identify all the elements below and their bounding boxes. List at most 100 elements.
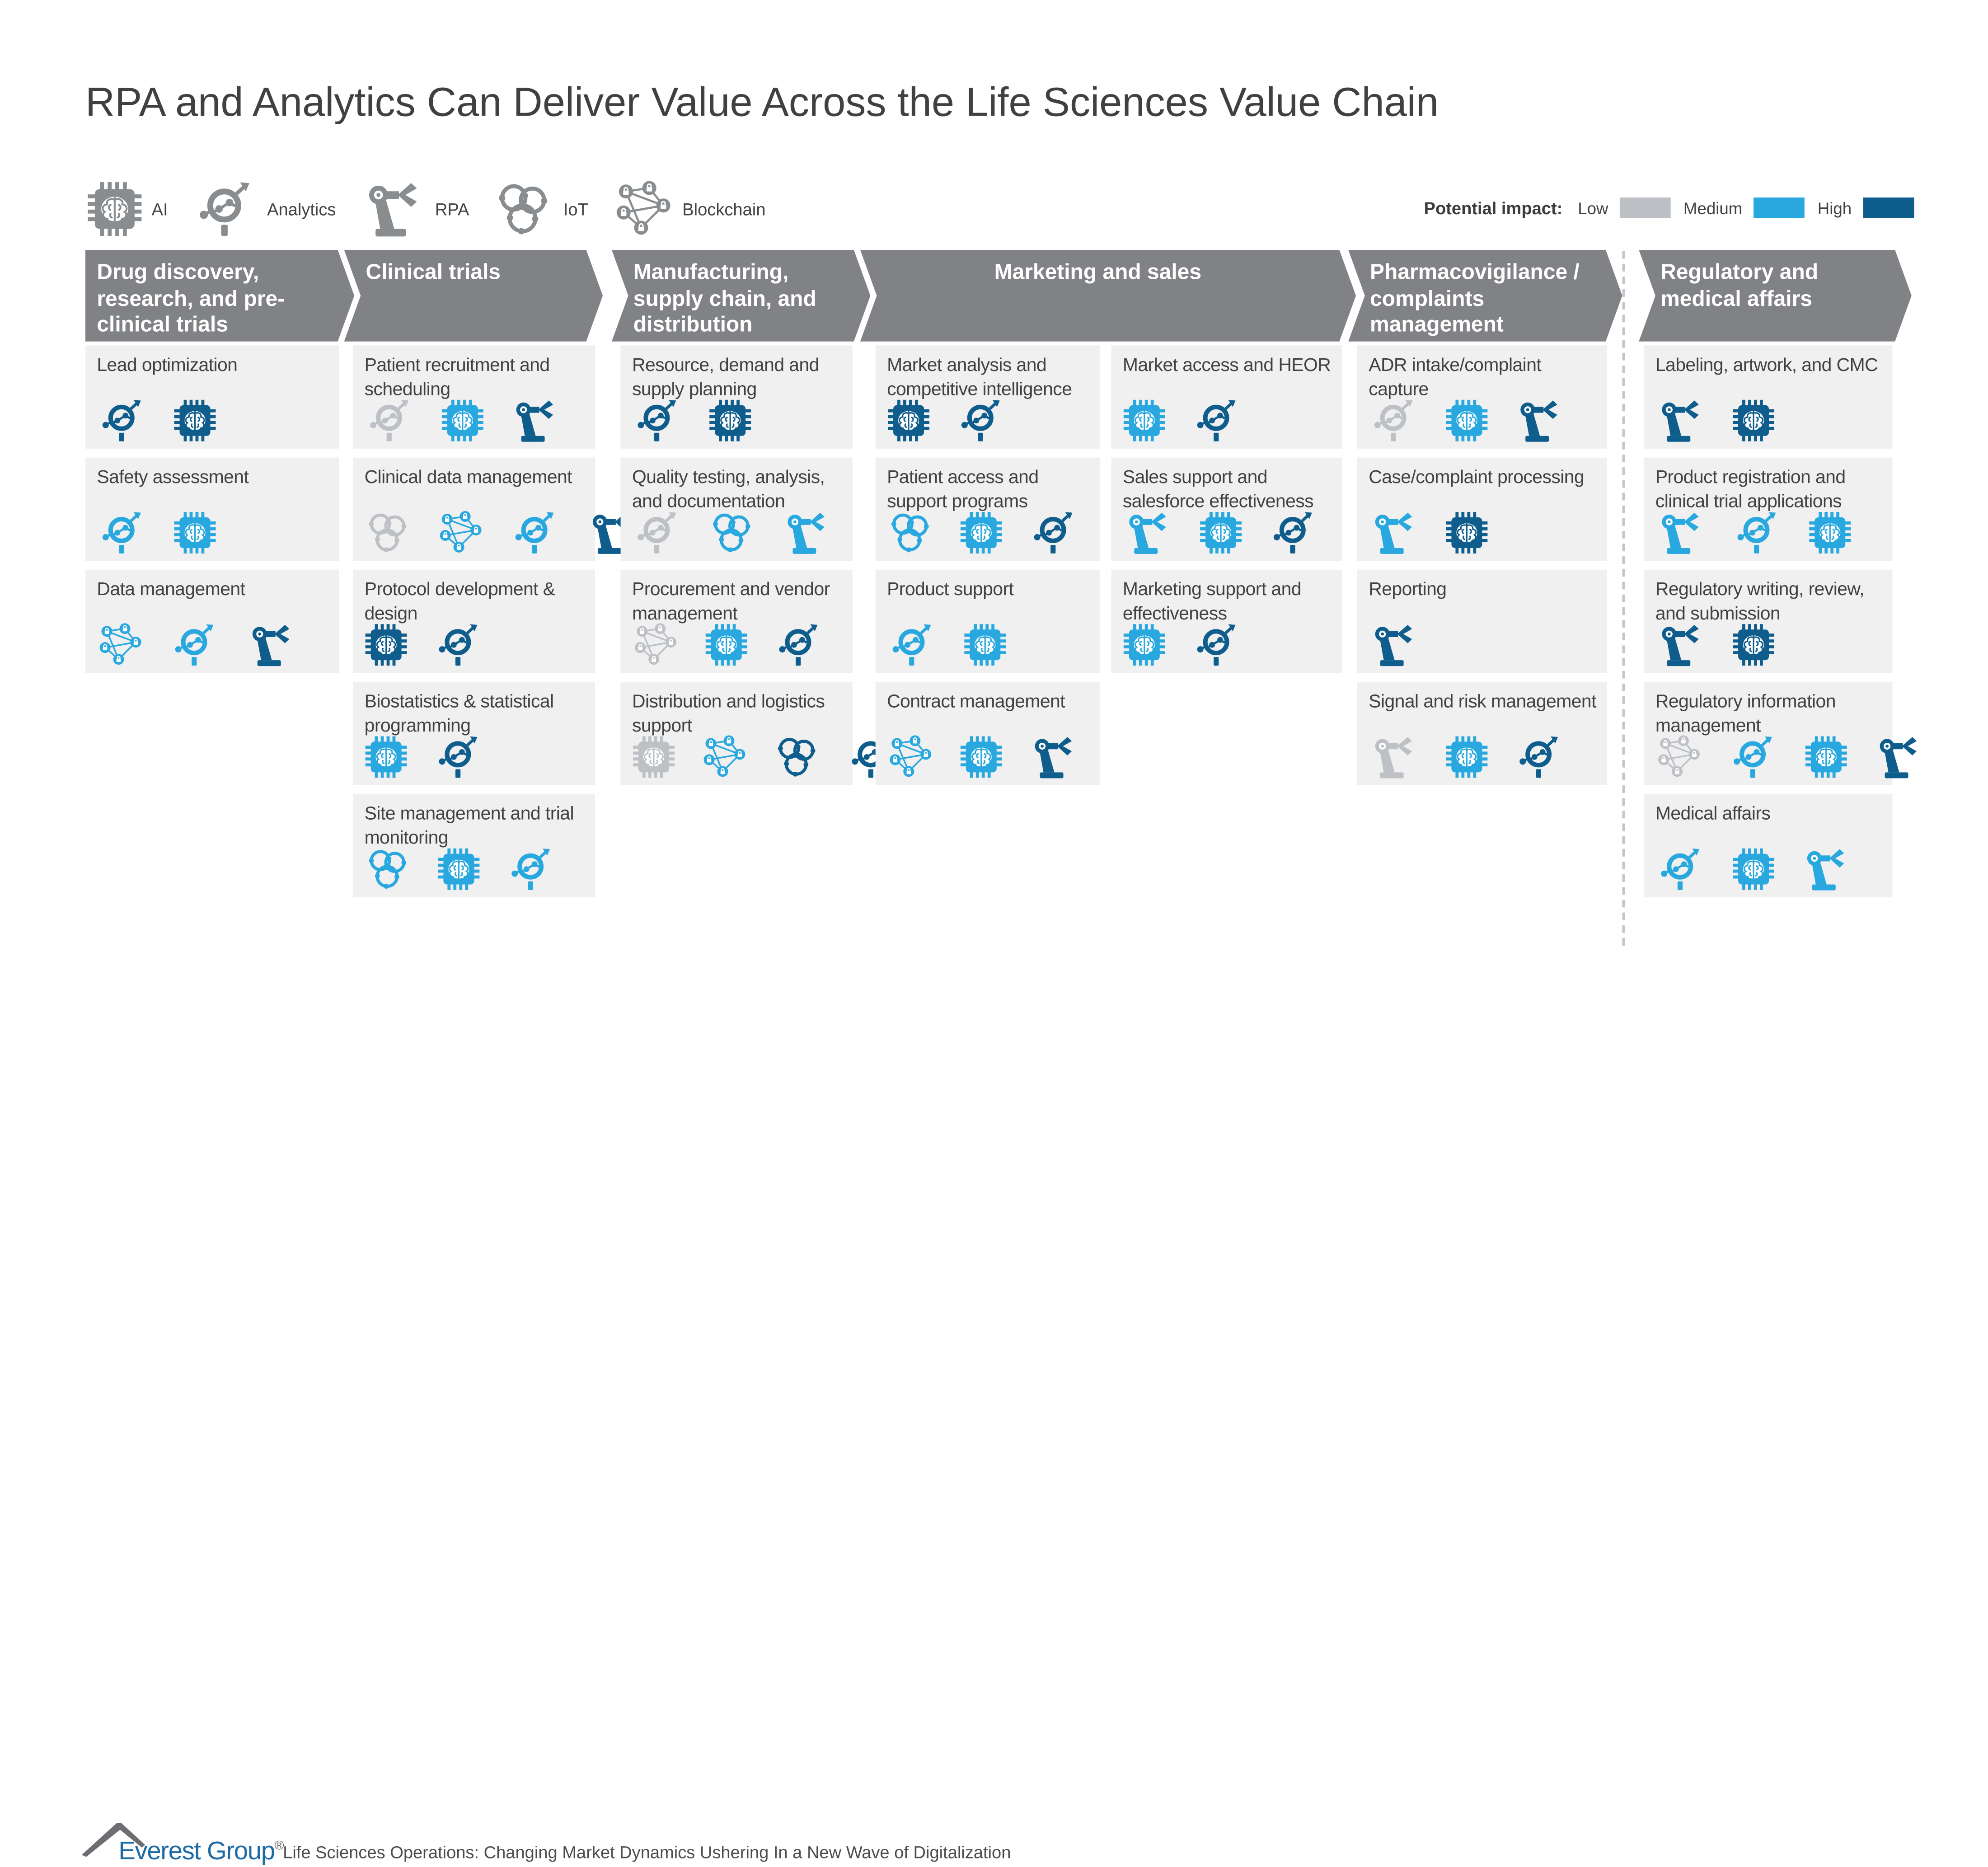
process-card: Regulatory writing, review, and submissi… [1644,569,1893,673]
card-icons [365,735,484,779]
analytics-icon [192,181,258,237]
analytics-icon [97,511,148,554]
rpa-icon [510,399,561,442]
legend-label: RPA [435,199,469,219]
ai-icon [1808,511,1852,554]
analytics-icon [632,511,683,554]
process-card: Clinical data management [353,457,595,561]
rpa-icon [246,623,297,666]
section-header: Clinical trials [344,249,603,342]
rpa-icon [1873,735,1924,779]
card-title: Case/complaint processing [1369,468,1585,488]
rpa-icon [1369,735,1420,779]
analytics-icon [1732,511,1783,554]
blockchain-icon [97,623,144,666]
analytics-icon [510,511,561,554]
analytics-icon [1514,735,1565,779]
page-title: RPA and Analytics Can Deliver Value Acro… [85,79,1439,125]
process-card: Patient recruitment and scheduling [353,345,595,449]
legend-label: Blockchain [682,199,766,219]
ai-icon [708,399,752,442]
card-title: Marketing support and effectiveness [1122,580,1302,625]
rpa-icon [1655,399,1707,442]
impact-swatch-low [1619,197,1671,218]
process-card: Reporting [1357,569,1607,673]
legend-label: Analytics [267,199,336,219]
ai-icon [441,399,484,442]
ai-icon [1123,399,1166,442]
card-title: Safety assessment [97,468,249,488]
rpa-icon [1028,735,1079,779]
impact-level-label: Low [1578,198,1608,217]
process-card: Medical affairs [1644,794,1893,897]
section-header-label: Pharmacovigilance / complaints managemen… [1370,260,1580,337]
iot-icon [708,511,755,554]
ai-icon [632,735,675,779]
process-card: Case/complaint processing [1357,457,1607,561]
impact-legend-title: Potential impact: [1424,198,1563,217]
card-icons [97,623,297,666]
section-header-label: Drug discovery, research, and pre-clinic… [97,260,285,337]
section-header-label: Clinical trials [366,260,501,284]
ai-icon [1445,511,1488,554]
card-icons [1655,848,1852,891]
iot-icon [493,181,554,237]
card-title: Labeling, artwork, and CMC [1655,355,1878,376]
legend-label: AI [151,199,168,219]
card-title: Signal and risk management [1369,692,1596,713]
legend-item-blockchain: Blockchain [612,181,765,237]
card-icons [632,399,752,442]
card-icons [97,511,216,554]
impact-level-high: High [1818,197,1914,218]
blockchain-icon [887,735,934,779]
analytics-icon [433,735,484,779]
card-icons [887,735,1079,779]
card-title: Biostatistics & statistical programming [364,692,554,737]
card-title: Procurement and vendor management [632,580,830,625]
rpa-icon [1655,623,1707,666]
card-icons [97,399,216,442]
process-card: Market analysis and competitive intellig… [875,345,1100,449]
card-icons [365,399,561,442]
iot-icon [365,511,412,554]
card-title: Patient recruitment and scheduling [364,355,550,400]
ai-icon [960,511,1003,554]
impact-level-label: Medium [1683,198,1743,217]
process-card: Regulatory information management [1644,681,1892,785]
card-title: Contract management [887,692,1065,713]
card-icons [887,511,1079,554]
card-icons [887,623,1007,666]
process-card: Market access and HEOR [1111,345,1342,449]
analytics-icon [632,399,683,442]
analytics-icon [506,848,557,891]
card-title: Protocol development & design [364,580,555,625]
analytics-icon [169,623,220,666]
card-title: Product registration and clinical trial … [1655,468,1846,512]
iot-icon [887,511,934,554]
rpa-icon [781,511,832,554]
analytics-icon [433,623,484,666]
card-title: Market analysis and competitive intellig… [887,355,1072,400]
impact-legend: Potential impact: Low Medium High [1424,195,1914,220]
card-icons [365,623,484,666]
process-card: Resource, demand and supply planning [620,345,853,449]
ai-icon [960,735,1003,779]
card-title: Patient access and support programs [887,468,1039,512]
process-card: Procurement and vendor management [620,569,853,673]
card-title: Clinical data management [364,468,572,488]
analytics-icon [365,399,416,442]
blockchain-icon [612,181,673,237]
infographic: RPA and Analytics Can Deliver Value Acro… [81,79,1917,1866]
ai-icon [705,623,748,666]
process-card: Data management [85,569,339,673]
card-title: Product support [887,580,1014,600]
process-card: Labeling, artwork, and CMC [1644,345,1893,449]
analytics-icon [1655,848,1707,891]
analytics-icon [1191,399,1242,442]
section-header: Regulatory and medical affairs [1639,249,1912,342]
card-icons [365,511,638,554]
card-icons [1369,735,1565,779]
card-title: Medical affairs [1655,804,1771,825]
card-icons [1655,735,1924,779]
ai-icon [1445,399,1488,442]
